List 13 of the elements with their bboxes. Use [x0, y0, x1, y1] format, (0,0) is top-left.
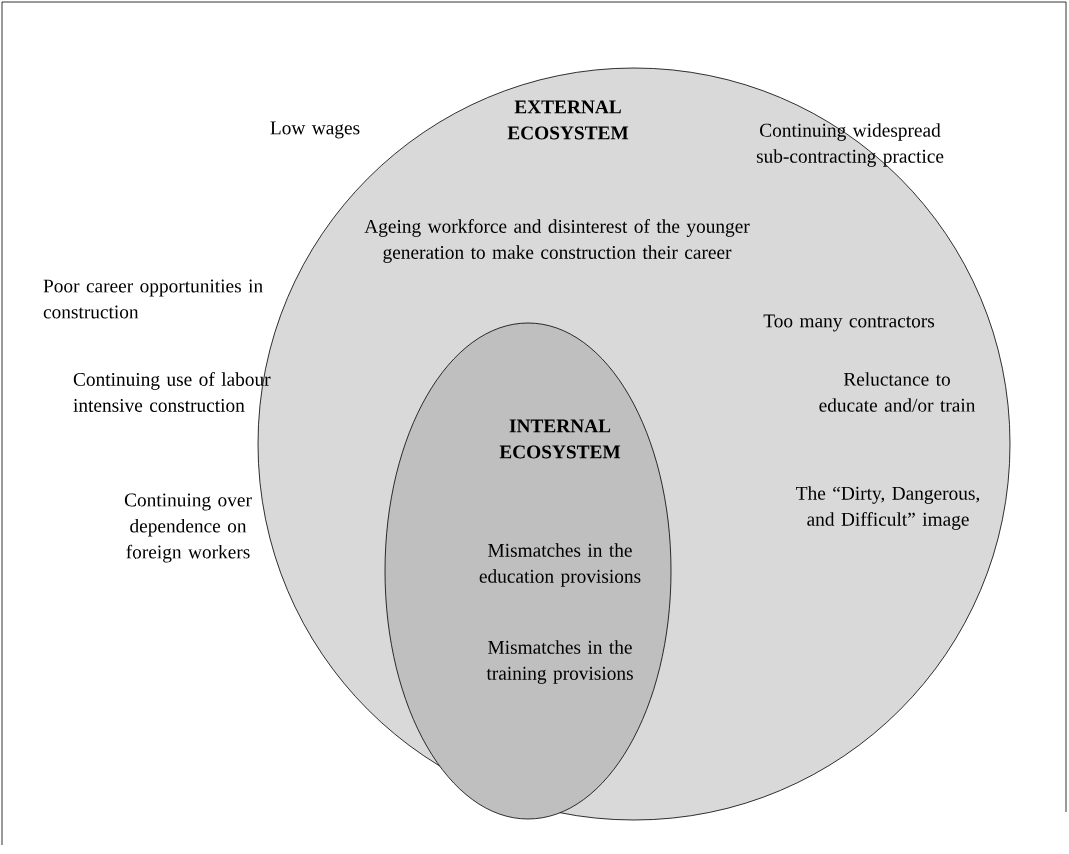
factor-text: The “Dirty, Dangerous, and Difficult” image [796, 486, 980, 530]
factor-text: Continuing over dependence on foreign workers [124, 493, 252, 563]
factor-text: Continuing use of labour intensive construction [73, 372, 271, 412]
factor-text: Continuing widespread sub-contracting practice [756, 123, 944, 167]
factor-text: Mismatches in the education provisions [479, 543, 641, 587]
factor-text: Ageing workforce and disinterest of the younger generation to make construction their career [364, 219, 750, 263]
factor-text: Poor career opportunities in construction [43, 279, 263, 319]
heading: INTERNAL ECOSYSTEM [499, 419, 621, 459]
factor-text: Reluctance to educate and/or train [819, 372, 976, 412]
factor-text: Mismatches in the training provisions [486, 640, 633, 684]
factor-text: Too many contractors [763, 314, 935, 332]
heading: EXTERNAL ECOSYSTEM [507, 100, 629, 140]
factor-text: Low wages [270, 121, 360, 139]
